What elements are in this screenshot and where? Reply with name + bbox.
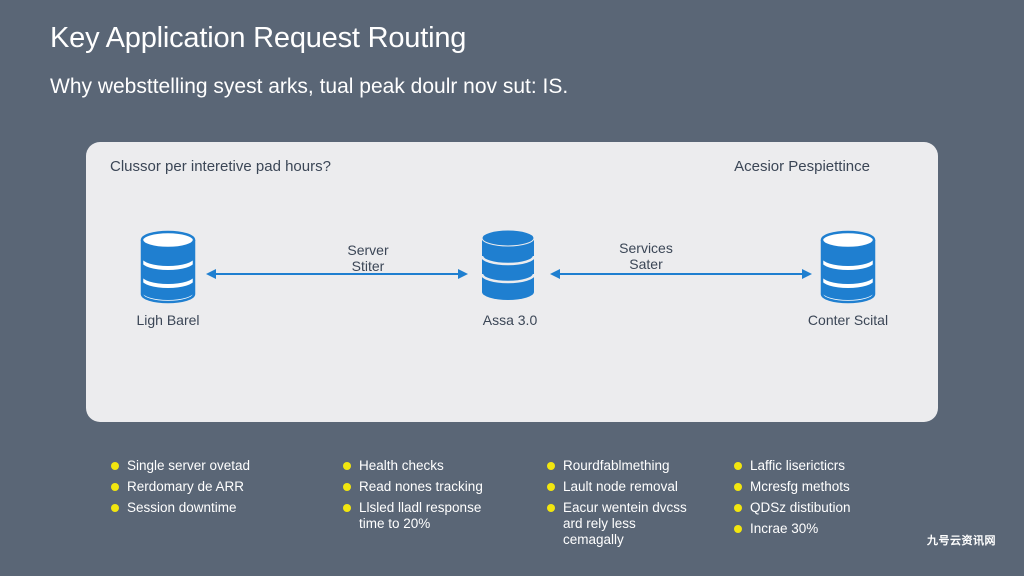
connector-label: Services Sater [619, 240, 673, 272]
bullet-dot-icon [343, 483, 351, 491]
list-item: Eacur wentein dvcss ard rely less cemaga… [547, 500, 697, 548]
bullet-dot-icon [547, 462, 555, 470]
watermark: 九号云资讯网 [927, 535, 996, 547]
connector-label-line2: Sater [629, 256, 663, 272]
bidirectional-arrow-icon [550, 268, 812, 280]
bullet-dot-icon [111, 483, 119, 491]
bullet-column: Laffic lisericticrs Mcresfg methots QDSz… [734, 458, 884, 542]
node-label: Conter Scital [807, 312, 889, 328]
page-subtitle: Why websttelling syest arks, tual peak d… [50, 75, 569, 98]
feature-bullets: Single server ovetad Rerdomary de ARR Se… [0, 458, 1024, 568]
bullet-dot-icon [343, 462, 351, 470]
panel-label-left: Clussor per interetive pad hours? [110, 158, 331, 175]
bullet-column: Rourdfablmething Lault node removal Eacu… [547, 458, 697, 553]
bullet-dot-icon [734, 504, 742, 512]
connector-label-line2: Stiter [351, 258, 385, 274]
bullet-dot-icon [734, 525, 742, 533]
node-label: Ligh Barel [136, 312, 200, 328]
bidirectional-arrow-icon [206, 268, 468, 280]
database-icon [820, 230, 876, 304]
list-item: Health checks [343, 458, 493, 474]
bullet-dot-icon [111, 504, 119, 512]
bullet-dot-icon [734, 483, 742, 491]
bullet-dot-icon [734, 462, 742, 470]
database-icon [480, 228, 536, 302]
list-item: Llsled lladl response time to 20% [343, 500, 493, 532]
bullet-dot-icon [343, 504, 351, 512]
list-item: Incrae 30% [734, 521, 884, 537]
list-item: Single server ovetad [111, 458, 301, 474]
database-icon [140, 230, 196, 304]
connector-label: Server Stiter [347, 242, 388, 274]
list-item: Session downtime [111, 500, 301, 516]
bullet-column: Health checks Read nones tracking Llsled… [343, 458, 493, 537]
bullet-dot-icon [547, 504, 555, 512]
list-item: QDSz distibution [734, 500, 884, 516]
page-title: Key Application Request Routing [50, 22, 467, 54]
list-item: Mcresfg methots [734, 479, 884, 495]
bullet-dot-icon [547, 483, 555, 491]
connector-label-line1: Server [347, 242, 389, 258]
node-label: Assa 3.0 [482, 312, 538, 328]
list-item: Read nones tracking [343, 479, 493, 495]
list-item: Rerdomary de ARR [111, 479, 301, 495]
diagram-panel: Clussor per interetive pad hours? Acesio… [86, 142, 938, 422]
bullet-dot-icon [111, 462, 119, 470]
list-item: Rourdfablmething [547, 458, 697, 474]
list-item: Laffic lisericticrs [734, 458, 884, 474]
panel-label-right: Acesior Pespiettince [734, 158, 870, 175]
bullet-column: Single server ovetad Rerdomary de ARR Se… [111, 458, 301, 521]
list-item: Lault node removal [547, 479, 697, 495]
connector-label-line1: Services [619, 240, 673, 256]
